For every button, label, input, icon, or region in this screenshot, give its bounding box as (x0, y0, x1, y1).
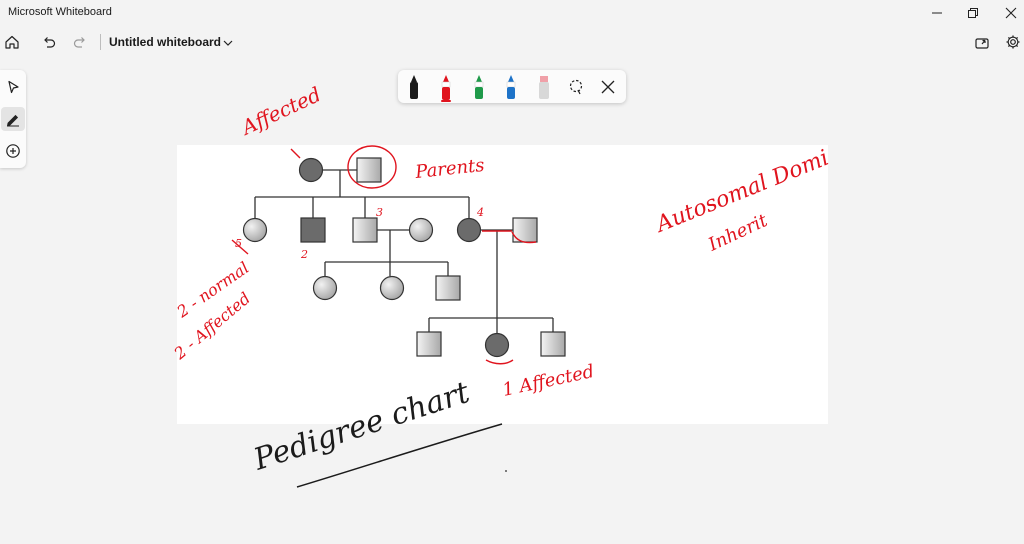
affected-bottom-note: 1 Affected (501, 361, 596, 401)
parents-note: Parents (413, 155, 485, 183)
pedigree-lines (254, 169, 554, 333)
affected-female-gen3 (484, 332, 510, 358)
restore-button[interactable] (957, 2, 989, 24)
label-4: 4 (476, 206, 484, 219)
affected-male-gen2 (300, 217, 326, 243)
app-title: Microsoft Whiteboard (8, 6, 112, 18)
pointer-icon (8, 80, 19, 94)
close-icon (1005, 7, 1017, 19)
ink-tool-button[interactable] (1, 107, 25, 131)
affected-female-gen2 (456, 217, 482, 243)
pen-icon (6, 114, 19, 127)
title-underline (296, 423, 503, 488)
top-toolbar: Untitled whiteboard (0, 28, 1024, 56)
green-pen-icon[interactable] (468, 72, 490, 102)
pedigree-chart-title: Pedigree chart (249, 375, 475, 478)
male-gen2-3 (352, 217, 378, 243)
select-tool-button[interactable] (1, 75, 25, 99)
black-pen-icon[interactable] (403, 72, 425, 102)
pasted-image[interactable] (177, 145, 828, 424)
gear-icon (1006, 35, 1020, 49)
close-window-button[interactable] (995, 2, 1024, 24)
red-ink-strokes (231, 145, 537, 365)
label-2: 2 (300, 248, 308, 261)
highlighter-icon[interactable] (533, 72, 555, 102)
title-dropdown-button[interactable] (216, 31, 240, 55)
undo-button[interactable] (37, 30, 61, 54)
left-tool-rail (0, 70, 26, 168)
female-gen2-1 (242, 217, 268, 243)
label-5: 5 (235, 237, 242, 250)
ink-palette (398, 70, 626, 103)
minimize-button[interactable] (921, 2, 953, 24)
redo-button[interactable] (68, 30, 92, 54)
toolbar-divider (100, 34, 101, 50)
share-icon (975, 38, 989, 49)
affected-female-gen1 (298, 157, 324, 183)
title-bar: Microsoft Whiteboard (0, 0, 1024, 26)
blue-pen-icon[interactable] (500, 72, 522, 102)
female-gen3-2 (379, 275, 405, 301)
restore-icon (968, 8, 978, 18)
inherit-note: Inherit (704, 210, 771, 256)
redo-icon (73, 37, 85, 48)
female-spouse-gen2 (408, 217, 434, 243)
ink-dot (505, 470, 507, 472)
plus-circle-icon (6, 144, 20, 158)
female-gen3-1 (312, 275, 338, 301)
home-button[interactable] (0, 30, 24, 54)
whiteboard-title[interactable]: Untitled whiteboard (109, 35, 221, 49)
male-gen1 (356, 157, 382, 183)
share-button[interactable] (970, 30, 994, 54)
affected-top-note: Affected (236, 82, 324, 140)
close-palette-icon[interactable] (600, 79, 616, 95)
settings-button[interactable] (1001, 30, 1024, 54)
male-gen3-6 (540, 331, 566, 357)
minimize-icon (932, 12, 942, 14)
add-button[interactable] (1, 139, 25, 163)
male-gen3-3 (435, 275, 461, 301)
chevron-down-icon (223, 40, 233, 46)
red-pen-icon[interactable] (435, 72, 457, 102)
male-gen3-4 (416, 331, 442, 357)
lasso-select-icon[interactable] (567, 78, 585, 96)
undo-icon (44, 37, 56, 48)
home-icon (5, 35, 19, 49)
label-3: 3 (376, 206, 383, 219)
